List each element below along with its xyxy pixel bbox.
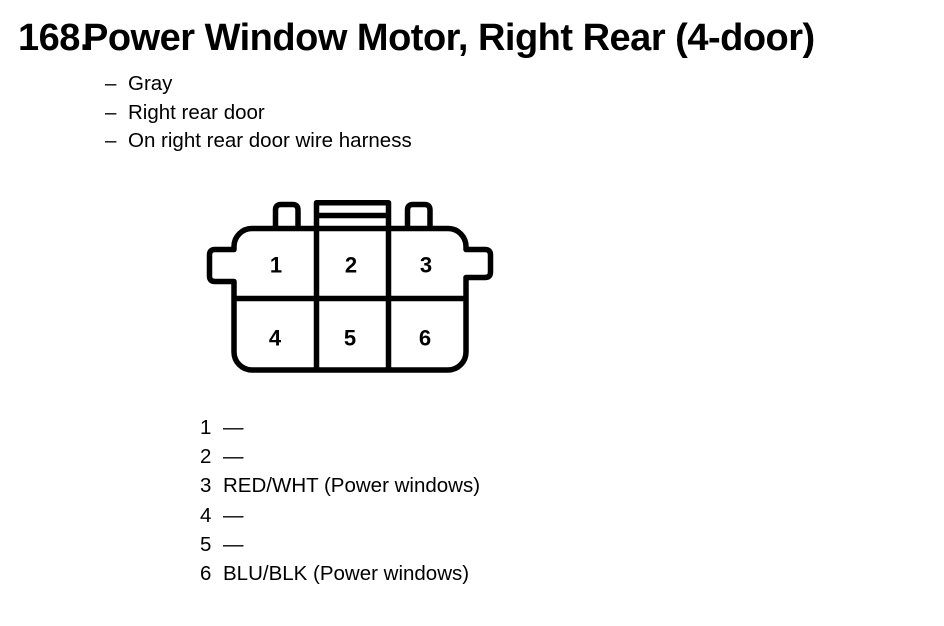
cavity-number-2: 2 (345, 253, 357, 278)
pin-wire-label: BLU/BLK (Power windows) (223, 562, 470, 586)
notes-list: – Gray – Right rear door – On right rear… (105, 70, 412, 156)
note-text: Gray (128, 72, 173, 95)
note-item: – On right rear door wire harness (105, 127, 412, 156)
pin-wire-label: — (223, 416, 244, 439)
note-dash: – (105, 100, 117, 124)
pin-assignment-list: 1 — 2 — 3 RED/WHT (Power windows) 4 — 5 … (200, 413, 480, 588)
connector-tab-left (272, 201, 301, 228)
pin-number: 1 (200, 416, 212, 439)
pin-wire-label: RED/WHT (Power windows) (223, 474, 481, 498)
pin-number: 2 (200, 445, 212, 469)
connector-tab-right (404, 201, 433, 228)
pin-number: 6 (200, 562, 212, 586)
pin-number: 5 (200, 532, 212, 556)
cavity-number-3: 3 (420, 253, 432, 278)
cavity-number-4: 4 (269, 326, 282, 351)
note-text: On right rear door wire harness (128, 129, 412, 153)
pin-wire-label: — (223, 532, 244, 556)
cavity-number-1: 1 (270, 253, 282, 278)
pin-row: 2 — (200, 442, 480, 471)
pin-wire-label: — (223, 503, 244, 527)
note-item: – Gray (105, 70, 412, 99)
pin-row: 4 — (200, 501, 480, 530)
pin-row: 6 BLU/BLK (Power windows) (200, 559, 480, 588)
note-item: – Right rear door (105, 99, 412, 128)
pin-row: 3 RED/WHT (Power windows) (200, 471, 480, 500)
note-dash: – (105, 72, 117, 95)
pin-row: 1 — (200, 413, 480, 442)
section-number: 168. (18, 17, 90, 59)
pin-number: 3 (200, 474, 212, 498)
cavity-number-6: 6 (419, 326, 431, 351)
note-text: Right rear door (128, 100, 265, 124)
pin-row: 5 — (200, 530, 480, 559)
pin-wire-label: — (223, 445, 244, 469)
note-dash: – (105, 129, 117, 153)
pin-number: 4 (200, 503, 212, 527)
cavity-number-5: 5 (344, 326, 356, 351)
page-title: Power Window Motor, Right Rear (4-door) (83, 17, 815, 59)
